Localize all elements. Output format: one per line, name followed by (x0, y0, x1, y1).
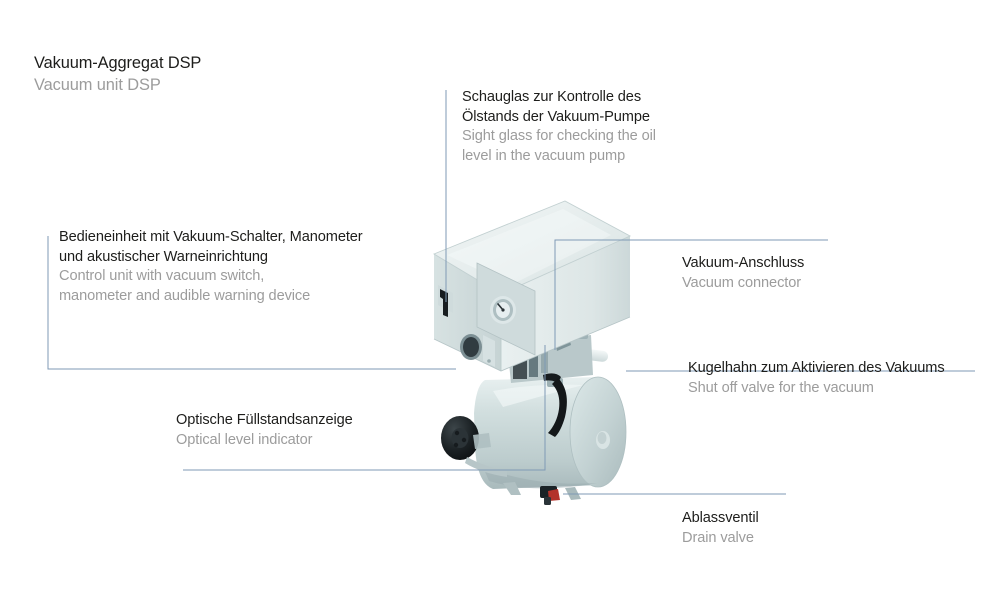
tank-boss-inner (597, 432, 607, 444)
callout-shut-off-valve-en: Shut off valve for the vacuum (688, 379, 874, 396)
callout-sight-glass-de: Schauglas zur Kontrolle des Ölstands der… (462, 89, 650, 125)
wheel-hole-3 (453, 442, 459, 448)
product-illustration (415, 195, 655, 510)
tank-end-rim (569, 376, 627, 488)
drain-valve-assembly (540, 486, 560, 505)
callout-vacuum-connector-de: Vakuum-Anschluss (682, 255, 805, 271)
wheel-bracket (473, 433, 491, 449)
callout-level-indicator: Optische Füllstandsanzeige Optical level… (176, 411, 353, 450)
callout-vacuum-connector: Vakuum-Anschluss Vacuum connector (682, 254, 804, 293)
callout-control-unit-en: Control unit with vacuum switch, manomet… (59, 268, 311, 304)
wheel-hole-2 (461, 437, 467, 443)
callout-sight-glass-en: Sight glass for checking the oil level i… (462, 128, 656, 164)
vacuum-unit-drawing (432, 200, 632, 505)
page-title: Vakuum-Aggregat DSP Vacuum unit DSP (34, 52, 201, 96)
panel-screw (487, 359, 491, 363)
callout-level-indicator-de: Optische Füllstandsanzeige (176, 412, 353, 428)
callout-control-unit-de: Bedieneinheit mit Vakuum-Schalter, Manom… (59, 229, 363, 265)
callout-shut-off-valve: Kugelhahn zum Aktivieren des Vakuums Shu… (688, 359, 945, 398)
title-en: Vacuum unit DSP (34, 76, 161, 94)
title-de: Vakuum-Aggregat DSP (34, 54, 202, 72)
callout-vacuum-connector-en: Vacuum connector (682, 274, 801, 291)
callout-sight-glass: Schauglas zur Kontrolle des Ölstands der… (462, 88, 656, 166)
shut-off-valve-assembly (543, 373, 567, 437)
drain-valve-handle (548, 489, 560, 501)
foot-left (503, 482, 521, 495)
callout-drain-valve-de: Ablassventil (682, 510, 759, 526)
cover-sheen (447, 209, 611, 285)
drain-valve-stem (544, 497, 551, 505)
foot-right (565, 487, 581, 500)
callout-control-unit: Bedieneinheit mit Vakuum-Schalter, Manom… (59, 228, 363, 306)
tank-end-cap (570, 377, 626, 487)
sight-glass-lens (463, 337, 479, 357)
valve-lever (548, 378, 567, 437)
wheel-hole-1 (454, 430, 460, 436)
callout-drain-valve: Ablassventil Drain valve (682, 509, 759, 548)
manometer-pivot (501, 308, 505, 312)
callout-shut-off-valve-de: Kugelhahn zum Aktivieren des Vakuums (688, 360, 945, 376)
callout-level-indicator-en: Optical level indicator (176, 431, 313, 448)
callout-drain-valve-en: Drain valve (682, 529, 754, 546)
